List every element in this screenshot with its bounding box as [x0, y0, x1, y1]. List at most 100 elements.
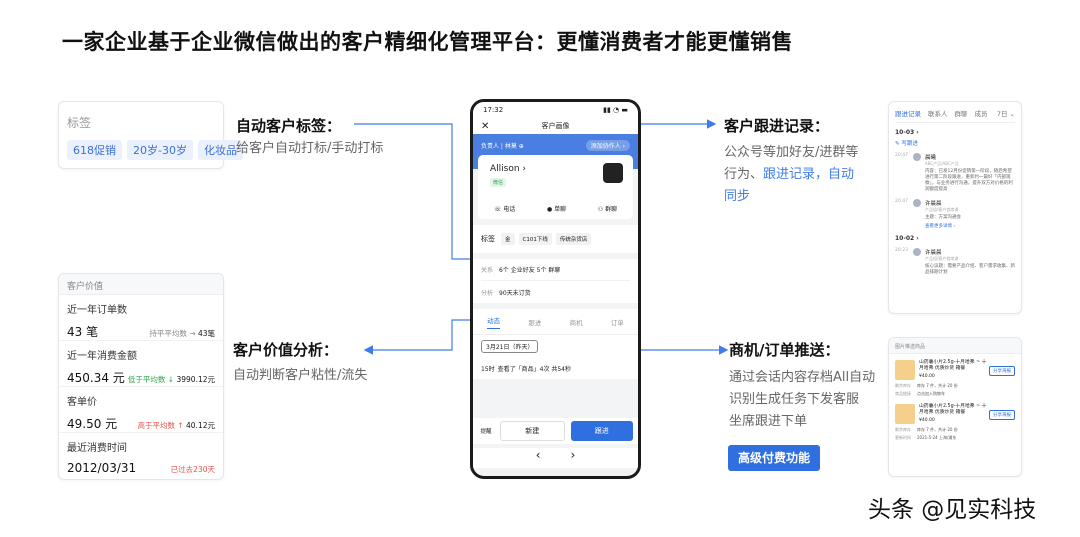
product-title: 山药薯小片2.5g-十月哈弗 ~ 十月哈弗 优质炒货 箱餐 — [919, 404, 987, 415]
call-button[interactable]: ☏ 电话 — [493, 206, 516, 213]
add-collaborator-button[interactable]: 添加协作人 › — [585, 139, 630, 151]
tag-chip[interactable]: 金 — [501, 233, 515, 245]
tag-card: 标签 618促销 20岁-30岁 化妆品 — [58, 101, 243, 169]
new-button[interactable]: 新建 — [500, 421, 565, 441]
tags-section: 标签 金 C101下线 传统杂货店 — [473, 225, 638, 253]
record-time: 15时 — [481, 365, 495, 373]
follow-up-desc: 公众号等加好友/进群等 行为、跟进记录，自动 同步 — [724, 145, 859, 204]
tag-chip[interactable]: 化妆品 — [197, 140, 243, 160]
share-poster-button[interactable]: 分享海报 — [989, 366, 1015, 376]
status-time: 17:32 — [483, 106, 504, 114]
product-image — [895, 360, 915, 380]
forward-arrow-icon[interactable]: › — [570, 448, 576, 462]
follow-up-heading: 客户跟进记录： — [724, 117, 830, 135]
tab-follow-record[interactable]: 跟进记录 — [895, 110, 921, 118]
tag-card-label: 标签 — [67, 116, 92, 130]
close-icon[interactable]: ✕ — [481, 120, 490, 132]
value-row-note: 已过去230天 — [170, 465, 215, 474]
date-chip: 3月21日（昨天） — [481, 339, 539, 353]
bottom-action-bar: 提醒 新建 跟进 — [473, 418, 638, 444]
product-item: 山药薯小片2.5g-十月哈弗 ~ 十月哈弗 优质炒货 箱餐 ¥40.00 分享海… — [889, 398, 1021, 426]
date-group-label: 10-02 › — [895, 235, 919, 242]
value-analysis-desc: 自动判断客户粘性/流失 — [233, 368, 368, 383]
profile-card: Allison › 微信 ☏ 电话 ● 单聊 ⚇ 群聊 — [478, 155, 633, 219]
relation-section: 关系 6个 企业好友 5个 群聊 分析 90天未订货 — [473, 259, 638, 303]
owner-label[interactable]: 负责人 | 林莫 ⊕ — [481, 142, 524, 150]
product-price: ¥40.00 — [919, 374, 935, 379]
wechat-badge: 微信 — [490, 178, 507, 187]
follow-up-item: 20:23 许晨晨 产品组/客户首席课 核心议题：需要产品介绍、客户需求收集、新… — [895, 248, 1015, 275]
follow-up-button[interactable]: 跟进 — [570, 421, 633, 441]
premium-feature-button[interactable]: 高级付费功能 — [728, 445, 820, 471]
share-poster-button[interactable]: 分享海报 — [989, 410, 1015, 420]
analysis-row[interactable]: 分析 90天未订货 — [481, 281, 630, 303]
owner-bar: 负责人 | 林莫 ⊕ 添加协作人 › — [473, 134, 638, 156]
value-row-value: 43 笔 — [67, 325, 99, 339]
tab-groups[interactable]: 群聊 — [954, 110, 968, 118]
signal-icon: ▮▮ ◔ ▬ — [603, 106, 628, 114]
value-row-value: 450.34 元 — [67, 371, 125, 385]
tab-orders[interactable]: 订单 — [610, 318, 624, 327]
push-heading: 商机/订单推送： — [729, 341, 840, 359]
status-bar: 17:32 ▮▮ ◔ ▬ — [473, 102, 638, 118]
follow-up-item: 20:47 许晨晨 产品组/客户首席课 主题：方案沟通会 查看更多详情 › — [895, 199, 961, 229]
product-meta: 剩余库存库存 7 件，共计 20 份 — [895, 427, 958, 432]
product-meta: 商品链接点击加入购物车 — [895, 391, 945, 396]
value-analysis-connector — [363, 319, 476, 355]
avatar — [603, 163, 623, 183]
tag-chip[interactable]: C101下线 — [518, 233, 552, 245]
view-more-link[interactable]: 查看更多详情 › — [925, 224, 956, 229]
activity-section: 动态 跟进 商机 订单 3月21日（昨天） 15时 查看了「商品」4次 共54秒 — [473, 309, 638, 379]
activity-tabs: 动态 跟进 商机 订单 — [473, 309, 638, 335]
product-title: 山药薯小片2.5g-十月哈弗 ~ 十月哈弗 优质炒货 箱餐 — [919, 360, 987, 371]
tags-label: 标签 — [481, 235, 495, 243]
value-card-header: 客户价值 — [59, 274, 223, 295]
page-title: 一家企业基于企业微信做出的客户精细化管理平台：更懂消费者才能更懂销售 — [62, 30, 793, 54]
tab-members[interactable]: 成员 — [974, 110, 988, 118]
auto-tag-desc: 给客户自动打标/手动打标 — [236, 141, 384, 156]
nav-bar: ✕ 客户画像 — [473, 118, 638, 134]
follow-up-item: 20:47 晨曦 ABC产品/ABC产品 内容：已发12月份促销第一阶段，随后希… — [895, 153, 1013, 192]
tag-chip[interactable]: 618促销 — [67, 140, 122, 160]
push-desc: 通过会话内容存档All自动 识别生成任务下发客服 坐席跟进下单 — [729, 370, 876, 429]
tab-activity[interactable]: 动态 — [487, 315, 501, 329]
order-card-header: 图片推送商品 — [889, 338, 1021, 354]
write-follow-up-button[interactable]: ✎ 写跟进 — [895, 141, 918, 147]
record-text: 查看了「商品」4次 共54秒 — [497, 365, 572, 373]
browser-nav: ‹ › — [473, 448, 638, 468]
value-row-value: 2012/03/31 — [67, 461, 137, 475]
product-price: ¥40.00 — [919, 418, 935, 423]
value-row: 客单价 49.50 元 高于平均数 ↑ 40.12元 — [59, 387, 223, 433]
avatar — [913, 199, 921, 207]
relation-value: 6个 企业好友 5个 群聊 — [499, 267, 561, 274]
tab-follow-up[interactable]: 跟进 — [528, 318, 542, 327]
relation-row[interactable]: 关系 6个 企业好友 5个 群聊 — [481, 259, 630, 281]
value-row-key: 近一年订单数 — [67, 305, 127, 316]
date-group-label: 10-03 › — [895, 129, 919, 136]
relation-label: 关系 — [481, 267, 494, 274]
tag-chip[interactable]: 20岁-30岁 — [127, 140, 193, 160]
reminder-button[interactable]: 提醒 — [480, 429, 492, 435]
order-push-card: 图片推送商品 山药薯小片2.5g-十月哈弗 ~ 十月哈弗 优质炒货 箱餐 ¥40… — [888, 337, 1022, 477]
tab-contacts[interactable]: 联系人 — [928, 110, 948, 118]
follow-up-record-card: 跟进记录 联系人 群聊 成员 7日 ⌄ 10-03 › ✎ 写跟进 20:47 … — [888, 101, 1022, 314]
value-row-key: 最近消费时间 — [67, 443, 127, 454]
back-arrow-icon[interactable]: ‹ — [535, 448, 541, 462]
tag-chip[interactable]: 传统杂货店 — [555, 233, 592, 245]
tab-opportunity[interactable]: 商机 — [569, 318, 583, 327]
product-item: 山药薯小片2.5g-十月哈弗 ~ 十月哈弗 优质炒货 箱餐 ¥40.00 分享海… — [889, 354, 1021, 382]
value-analysis-heading: 客户价值分析： — [233, 341, 339, 359]
value-row-note: 高于平均数 ↑ 40.12元 — [137, 421, 215, 430]
customer-name[interactable]: Allison › — [490, 164, 527, 174]
chat-button[interactable]: ● 单聊 — [546, 206, 567, 213]
group-chat-button[interactable]: ⚇ 群聊 — [597, 206, 618, 213]
analysis-label: 分析 — [481, 289, 494, 297]
customer-value-card: 客户价值 近一年订单数 43 笔 持平平均数 → 43笔 近一年消费金额 450… — [58, 273, 224, 480]
value-row: 最近消费时间 2012/03/31 已过去230天 — [59, 433, 223, 479]
watermark: 头条 @见实科技 — [868, 497, 1037, 523]
value-row: 近一年消费金额 450.34 元 低于平均数 ↓ 3990.12元 — [59, 341, 223, 387]
value-row-note: 低于平均数 ↓ 3990.12元 — [127, 375, 215, 384]
value-row-key: 客单价 — [67, 397, 97, 408]
auto-tag-heading: 自动客户标签： — [236, 117, 342, 135]
date-filter[interactable]: 7日 ⌄ — [996, 110, 1015, 118]
